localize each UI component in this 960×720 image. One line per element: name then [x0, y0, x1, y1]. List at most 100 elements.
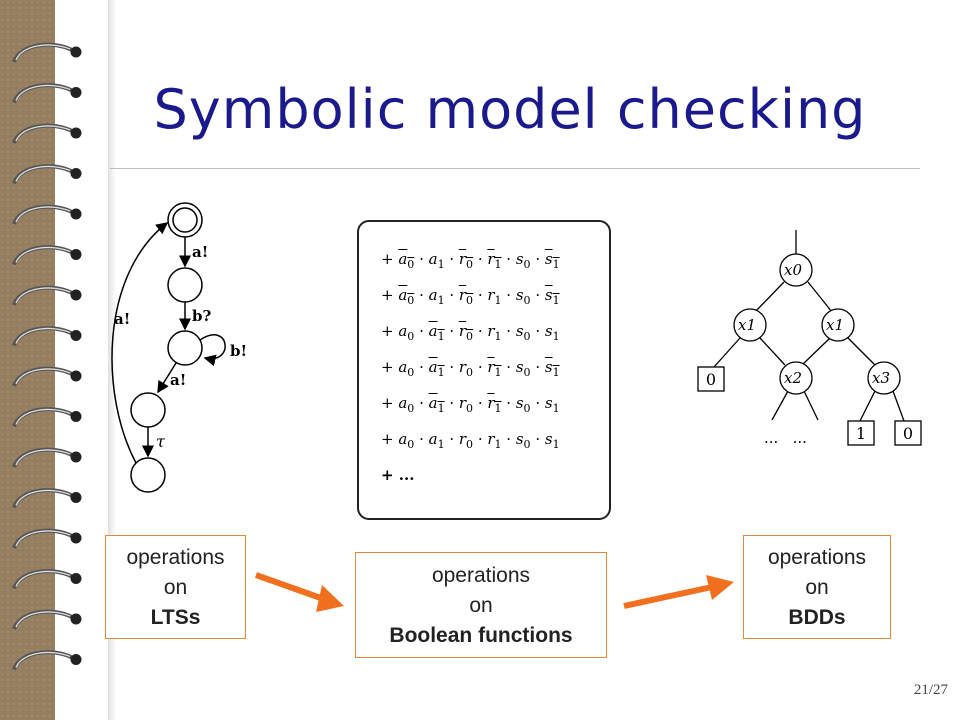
- formula-variable: a0: [398, 322, 415, 343]
- formula-variable: r0: [458, 394, 474, 415]
- formula-operator: ·: [501, 322, 516, 340]
- formula-variable: s1: [544, 250, 560, 271]
- spiral-ring-highlight: [15, 489, 71, 506]
- title-divider: [110, 168, 920, 169]
- lts-label-back: a!: [114, 310, 130, 328]
- formula-variable: r1: [487, 394, 502, 415]
- formula-operator: ·: [473, 358, 488, 376]
- spiral-hole: [70, 208, 82, 220]
- formula-variable: a0: [398, 394, 415, 415]
- formula-operator: ·: [530, 430, 545, 448]
- bdd-node-x1-left: [733, 308, 767, 342]
- bool-box-line2: on: [469, 594, 493, 617]
- bdd-terminal-0-left-label: 0: [706, 370, 716, 389]
- formula-line: + a0 · a1 · r0 · r1 · s0 · s1: [381, 358, 560, 379]
- formula-variable: r1: [487, 286, 502, 307]
- formula-operator: ·: [444, 430, 459, 448]
- spiral-hole: [70, 573, 82, 584]
- spiral-ring-highlight: [15, 368, 71, 385]
- formula-operator: ·: [501, 358, 516, 376]
- operations-on-lts-box: operations on LTSs: [105, 535, 246, 639]
- formula-operator: +: [381, 250, 399, 268]
- formula-operator: +: [381, 322, 399, 340]
- formula-variable: s1: [544, 358, 560, 379]
- bdd-box-line1: operations: [767, 546, 867, 569]
- spiral-ring-highlight: [15, 165, 71, 182]
- formula-operator: ·: [414, 250, 429, 268]
- formula-operator: ·: [473, 286, 488, 304]
- formula-operator: +: [381, 358, 399, 376]
- formula-variable: s1: [544, 430, 560, 451]
- bdd-terminal-1-label: 1: [856, 424, 866, 443]
- formula-operator: ·: [530, 286, 545, 304]
- spiral-ring-highlight: [15, 84, 71, 101]
- formula-operator: ·: [414, 394, 429, 412]
- formula-variable: a1: [428, 286, 445, 307]
- formula-operator: ·: [473, 250, 488, 268]
- bdd-node-x0: [779, 253, 813, 287]
- spiral-ring-highlight: [15, 611, 71, 628]
- bdd-terminal-0-right: [894, 420, 922, 446]
- lts-box-line1: operations: [126, 546, 225, 569]
- formula-line: + a0 · a1 · r0 · r1 · s0 · s1: [381, 430, 560, 451]
- formula-operator: ·: [444, 322, 459, 340]
- formula-variable: s1: [544, 286, 560, 307]
- bdd-label-x3: x3: [872, 369, 890, 387]
- formula-operator: ·: [444, 358, 459, 376]
- spiral-ring-highlight: [15, 570, 71, 587]
- formula-variable: r0: [458, 322, 474, 343]
- bdd-diagram: x0 x1 x1 x2 x3 0 1 0 ... ...: [697, 230, 922, 447]
- spiral-ring-highlight: [15, 287, 71, 304]
- bdd-terminal-0-left: [697, 366, 725, 392]
- formula-variable: r1: [487, 250, 502, 271]
- formula-line: + a0 · a1 · r0 · r1 · s0 · s1: [381, 322, 560, 343]
- spiral-ring-highlight: [15, 651, 71, 668]
- bool-box-line1: operations: [431, 564, 531, 587]
- formula-variable: a1: [428, 250, 445, 271]
- formula-operator: ·: [501, 394, 516, 412]
- bdd-node-x2: [779, 361, 813, 395]
- formula-variable: r0: [458, 358, 474, 379]
- formula-operator: ·: [444, 394, 459, 412]
- spiral-hole: [70, 330, 82, 341]
- lts-self-loop: [199, 334, 226, 367]
- spiral-ring-highlight: [15, 327, 71, 344]
- notebook-spine: [0, 0, 110, 720]
- formula-operator: +: [381, 430, 399, 448]
- formula-variable: a1: [428, 394, 445, 415]
- formula-line: + a0 · a1 · r0 · r1 · s0 · s1: [381, 394, 560, 415]
- bdd-node-x1-right: [821, 308, 855, 342]
- formula-operator: ·: [473, 430, 488, 448]
- formula-variable: s1: [544, 394, 560, 415]
- formula-operator: ·: [530, 358, 545, 376]
- spiral-hole: [70, 87, 82, 98]
- spiral-hole: [70, 451, 82, 463]
- formula-operator: ·: [501, 430, 516, 448]
- lts-state-3: [167, 330, 203, 366]
- formula-operator: ·: [473, 322, 488, 340]
- formula-operator: ·: [444, 250, 459, 268]
- formula-variable: r0: [458, 250, 474, 271]
- formula-operator: ·: [414, 322, 429, 340]
- lts-label-tau: τ: [156, 432, 166, 451]
- lts-initial-state-inner: [172, 207, 198, 233]
- spiral-hole: [70, 127, 82, 139]
- formula-line: + a0 · a1 · r0 · r1 · s0 · s1: [381, 250, 560, 271]
- page-title: Symbolic model checking: [153, 78, 867, 141]
- formula-variable: s0: [515, 250, 531, 271]
- bdd-terminal-0-right-label: 0: [903, 424, 913, 443]
- spiral-hole: [70, 370, 82, 382]
- formula-variable: s0: [515, 430, 531, 451]
- spiral-ring-highlight: [15, 44, 71, 61]
- formula-operator: +: [381, 286, 399, 304]
- spiral-hole: [70, 654, 82, 665]
- bool-box-line3: Boolean functions: [389, 624, 573, 647]
- formula-variable: a0: [398, 430, 415, 451]
- spiral-ring-highlight: [15, 408, 71, 425]
- spiral-ring-highlight: [15, 125, 71, 142]
- lts-label-a1: a!: [192, 243, 208, 261]
- formula-variable: a1: [428, 430, 445, 451]
- operations-on-boolean-functions-box: operations on Boolean functions: [355, 552, 607, 658]
- spiral-ring-highlight: [15, 206, 71, 223]
